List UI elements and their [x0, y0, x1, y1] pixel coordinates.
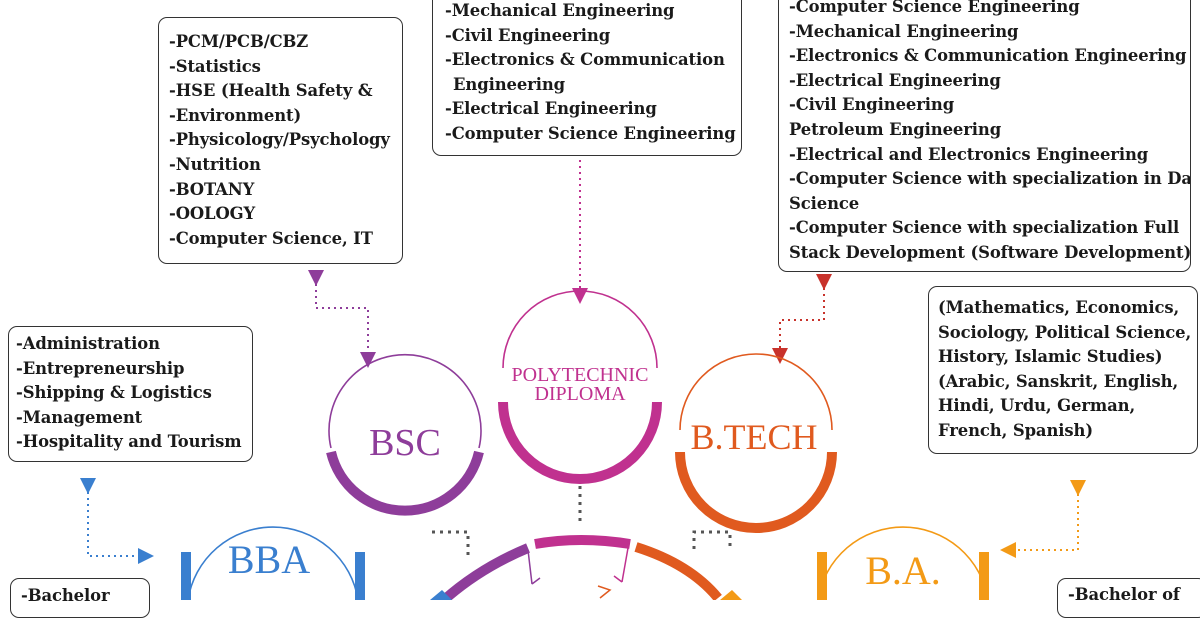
box-line: -PCM/PCB/CBZ: [169, 32, 309, 51]
box-line: -Bachelor of: [1068, 585, 1180, 604]
node-ba-label: B.A.: [865, 548, 941, 593]
connector-bba: [80, 478, 154, 564]
box-line: -Nutrition: [169, 154, 261, 174]
hub-link-btech: [692, 530, 732, 552]
box-line: -Statistics: [169, 56, 261, 76]
box-line: -OOLOGY: [169, 204, 256, 224]
box-line: -Civil Engineering: [789, 95, 955, 115]
box-line: Petroleum Engineering: [789, 119, 1002, 139]
connector-bsc: [308, 270, 376, 368]
box-line: -Civil Engineering: [445, 25, 611, 45]
box-line: -Mechanical Engineering: [789, 21, 1019, 41]
node-bba[interactable]: BBA: [181, 526, 365, 600]
box-bba-bottom: -Bachelor: [10, 578, 150, 618]
box-line: Sociology, Political Science,: [938, 322, 1192, 342]
box-line: -Computer Science Engineering: [789, 0, 1080, 16]
node-bsc[interactable]: BSC: [326, 353, 484, 516]
box-line: Engineering: [453, 74, 566, 94]
box-line: -BOTANY: [169, 179, 255, 199]
hub-link-bsc: [432, 530, 470, 556]
box-line: -Computer Science with specialization in…: [789, 169, 1191, 189]
box-ba-subjects: (Mathematics, Economics, Sociology, Polit…: [928, 286, 1198, 454]
box-line: -Environment): [169, 105, 302, 125]
box-line: -Computer Science Engineering: [445, 123, 736, 143]
node-polytechnic-label-1: POLYTECHNIC: [512, 364, 649, 386]
box-line: -Computer Science with specialization Fu…: [789, 218, 1180, 238]
box-line: French, Spanish): [938, 420, 1093, 440]
box-line: -Hospitality and Tourism: [16, 432, 242, 452]
node-bsc-label: BSC: [369, 422, 441, 464]
box-ba-bottom: -Bachelor of: [1057, 578, 1200, 618]
diagram-canvas: BSC POLYTECHNIC DIPLOMA B.TECH BBA B.A.: [80, 140, 1086, 600]
box-bsc-subjects: -PCM/PCB/CBZ -Statistics -HSE (Health Safe…: [158, 17, 403, 264]
box-line: (Arabic, Sanskrit, English,: [938, 371, 1179, 391]
box-line: -Electronics & Communication Engineering: [789, 46, 1187, 66]
box-line: -Entrepreneurship: [16, 358, 185, 378]
box-line: -Electrical and Electronics Engineering: [789, 144, 1149, 164]
node-ba[interactable]: B.A.: [817, 526, 989, 600]
node-polytechnic-label-2: DIPLOMA: [534, 383, 626, 405]
node-bba-label: BBA: [228, 537, 310, 582]
node-polytechnic[interactable]: POLYTECHNIC DIPLOMA: [498, 290, 662, 484]
box-line: -Electrical Engineering: [789, 70, 1001, 90]
box-line: -HSE (Health Safety &: [169, 81, 373, 101]
box-line: Science: [789, 193, 860, 213]
box-line: -Mechanical Engineering: [445, 1, 675, 20]
connector-ba: [1000, 480, 1086, 558]
box-line: Stack Development (Software Development): [789, 242, 1191, 262]
box-line: (Mathematics, Economics,: [938, 298, 1180, 317]
box-btech-subjects: -Computer Science Engineering -Mechanical…: [778, 0, 1191, 272]
node-btech[interactable]: B.TECH: [675, 353, 837, 533]
hub-ring: [430, 535, 742, 600]
box-bba-subjects: -Administration -Entrepreneurship -Shippin…: [8, 326, 253, 462]
box-line: -Bachelor: [21, 586, 110, 605]
box-line: History, Islamic Studies): [938, 347, 1163, 367]
node-btech-label: B.TECH: [690, 417, 817, 457]
box-line: -Electronics & Communication: [445, 50, 725, 70]
box-line: -Computer Science, IT: [169, 228, 373, 248]
box-line: -Administration: [16, 334, 160, 353]
box-line: -Electrical Engineering: [445, 99, 657, 119]
connector-btech: [772, 274, 832, 364]
box-line: Hindi, Urdu, German,: [938, 396, 1136, 416]
box-line: -Physicology/Psychology: [169, 130, 390, 150]
box-polytechnic-subjects: -Mechanical Engineering -Civil Engineerin…: [432, 0, 742, 156]
box-line: -Management: [16, 407, 143, 427]
box-line: -Shipping & Logistics: [16, 383, 212, 403]
